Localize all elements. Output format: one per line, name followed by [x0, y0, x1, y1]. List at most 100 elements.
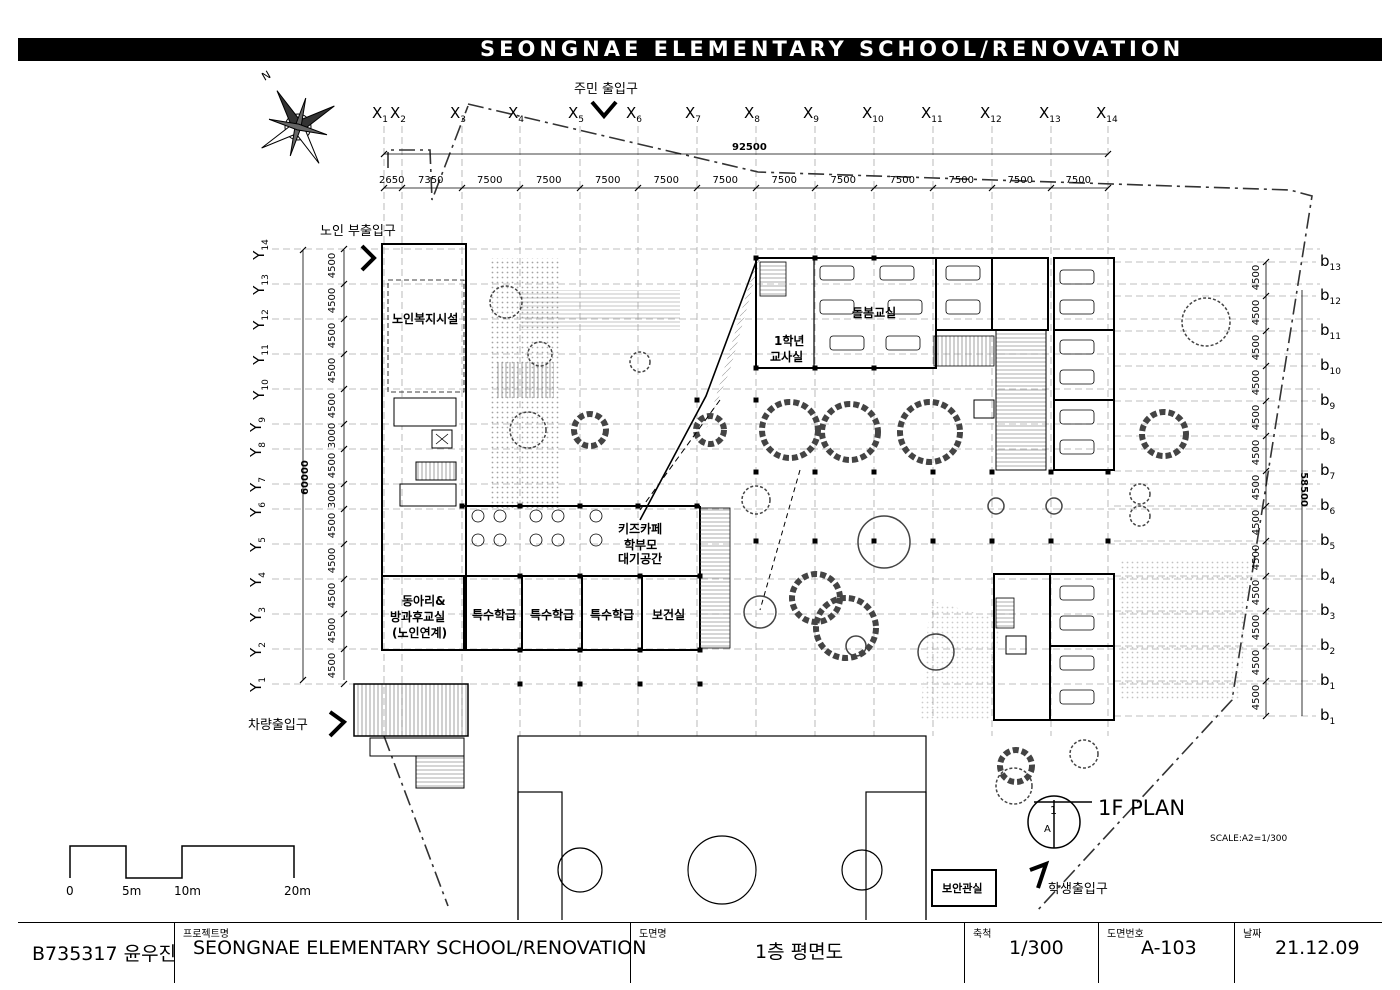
date-label: 날짜	[1243, 929, 1262, 940]
column	[753, 365, 759, 371]
plan-scale: SCALE:A2=1/300	[1210, 834, 1288, 844]
column	[930, 469, 936, 475]
structural-columns	[459, 255, 1111, 687]
x-axis-label: X14	[1096, 104, 1118, 125]
curved-bench	[693, 413, 727, 447]
column	[753, 397, 759, 403]
column	[637, 573, 643, 579]
room-club-line3: (노인연계)	[392, 626, 448, 640]
desk-group	[887, 299, 923, 315]
y-dim-tick	[340, 505, 348, 513]
site-boundary	[383, 103, 1313, 913]
y-dim-tick	[340, 315, 348, 323]
room-kids-cafe-line2: 학부모	[624, 538, 658, 552]
column	[1048, 538, 1054, 544]
desk-group	[1059, 615, 1095, 631]
room-care: 돌봄교실	[852, 306, 897, 320]
planter	[857, 515, 911, 569]
b-dim-tick	[1262, 397, 1270, 405]
tree	[1181, 297, 1231, 347]
x-span-label: 7500	[477, 175, 503, 186]
y-span-label: 4500	[327, 452, 339, 478]
b-axis-label: b6	[1320, 496, 1336, 517]
x-dim-tick	[811, 184, 819, 192]
y-dim-tick	[340, 385, 348, 393]
column	[871, 255, 877, 261]
x-dim-tick	[1104, 150, 1112, 158]
desk-group	[829, 335, 865, 351]
x-axis-label: X10	[862, 104, 884, 125]
b-span-label: 4500	[1251, 264, 1263, 291]
tree	[1069, 739, 1099, 769]
cafe-table	[589, 533, 603, 547]
sports-field	[517, 735, 927, 920]
scale-bar-label: 0	[66, 884, 74, 898]
b-span-label: 4500	[1251, 614, 1263, 640]
project-label: 프로젝트명	[183, 929, 229, 940]
scale-bar	[69, 845, 295, 879]
x-span-label: 7500	[771, 175, 797, 186]
column	[694, 503, 700, 509]
project-name: SEONGNAE ELEMENTARY SCHOOL/RENOVATION	[193, 937, 647, 959]
tree	[489, 285, 523, 319]
desk-group	[1059, 299, 1095, 315]
cafe-table	[551, 509, 565, 523]
planter	[917, 633, 955, 671]
svg-text:N: N	[260, 68, 274, 83]
y-dim-tick	[340, 445, 348, 453]
room-club-line1: 동아리&	[402, 594, 446, 608]
y-axis-label: Y5	[246, 537, 268, 552]
drawing-name: 1층 평면도	[755, 941, 844, 963]
b-dim-tick	[1262, 607, 1270, 615]
column	[577, 503, 583, 509]
x-span-label: 2650	[379, 175, 405, 186]
y-dim-tick	[340, 575, 348, 583]
planter	[987, 497, 1005, 515]
column	[1105, 469, 1111, 475]
desk-group	[1059, 585, 1095, 601]
building-north-east	[755, 257, 1115, 471]
y-span-label: 4500	[327, 652, 339, 678]
cafe-table	[529, 533, 543, 547]
column	[697, 681, 703, 687]
column	[637, 647, 643, 653]
y-dim-tick	[340, 280, 348, 288]
total-height-left-dimension: 60000	[299, 460, 311, 495]
x-span-label: 7500	[536, 175, 562, 186]
y-axis-label: Y8	[246, 442, 268, 457]
x-dim-tick	[458, 184, 466, 192]
student-entrance-label: 학생출입구	[1048, 882, 1108, 897]
column	[697, 647, 703, 653]
b-axis-label: b4	[1320, 566, 1336, 587]
b-span-label: 4500	[1251, 684, 1263, 710]
drawing-title: SEONGNAE ELEMENTARY SCHOOL/RENOVATION	[480, 37, 1185, 61]
entrance-arrow-icons	[328, 100, 1050, 889]
x-dim-tick	[929, 184, 937, 192]
scale-cell: 축척 1/300	[964, 923, 1099, 983]
cafe-table	[471, 509, 485, 523]
number-cell: 도면번호 A-103	[1098, 923, 1235, 983]
scale-bar-label: 20m	[284, 884, 311, 898]
column	[989, 538, 995, 544]
column	[635, 503, 641, 509]
room-senior-welfare: 노인복지시설	[392, 312, 459, 326]
x-axis-label: X5	[568, 104, 585, 125]
b-dim-tick	[1262, 502, 1270, 510]
project-cell: 프로젝트명 SEONGNAE ELEMENTARY SCHOOL/RENOVAT…	[174, 923, 646, 983]
b-dim-tick	[1262, 432, 1270, 440]
desk-group	[1059, 689, 1095, 705]
b-axis-label: b1	[1320, 671, 1336, 692]
plan-title: 1F PLAN	[1098, 796, 1186, 820]
tree	[509, 411, 547, 449]
room-special-1: 특수학급	[472, 608, 517, 622]
x-axis-label: X7	[685, 104, 702, 125]
y-dim-tick	[340, 480, 348, 488]
b-axis-label: b7	[1320, 461, 1336, 482]
y-axis-label: Y6	[246, 502, 268, 517]
curved-bench	[571, 411, 609, 449]
title-bar	[18, 38, 1382, 61]
column	[871, 365, 877, 371]
y-span-label: 4500	[327, 252, 339, 278]
landscape-areas	[490, 258, 1250, 720]
x-dim-tick	[988, 184, 996, 192]
